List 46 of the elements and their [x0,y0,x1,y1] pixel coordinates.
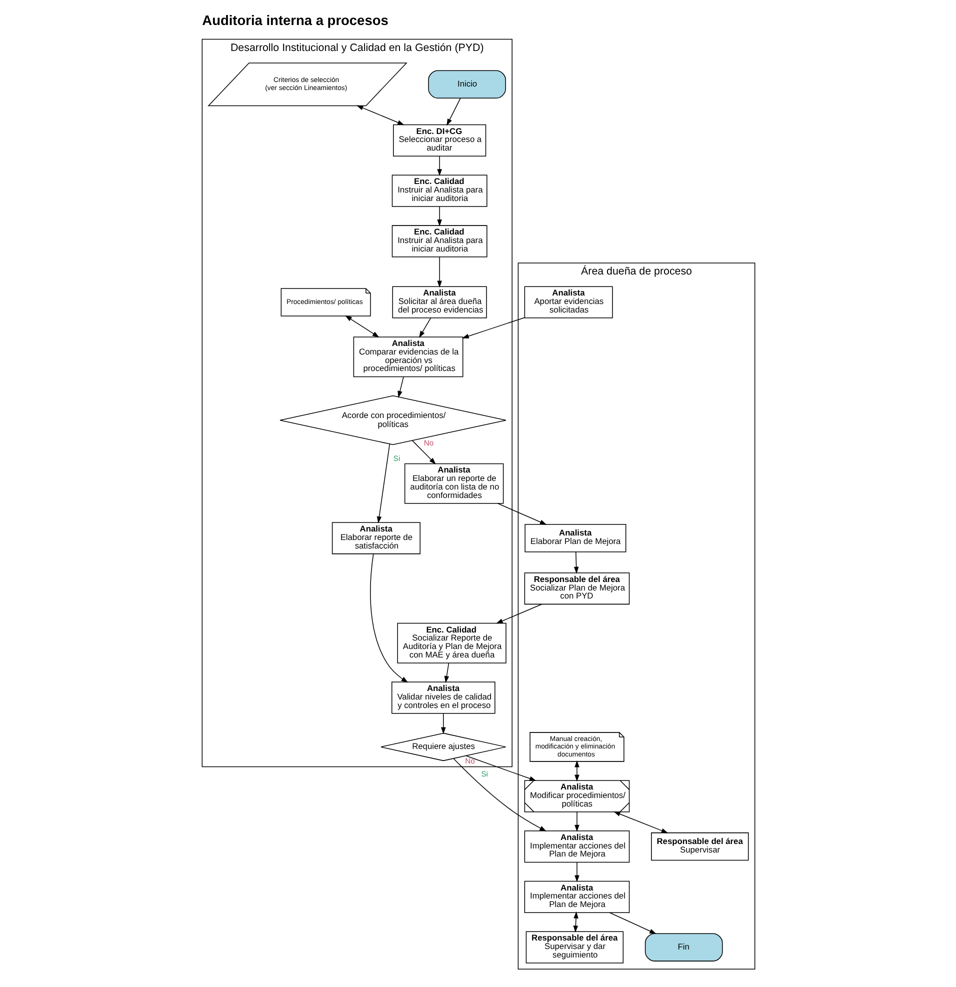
arrow [436,156,442,176]
node-box: Responsable del área Supervisar [650,832,748,861]
arrow [574,760,579,782]
diagram-title: Auditoria interna a procesos [202,13,388,28]
arrow [465,755,536,781]
edge-label: Si [480,769,488,778]
node-box: Fin [644,933,722,962]
arrow [356,105,404,126]
arrow [397,376,404,398]
arrow [495,604,542,624]
arrow [418,318,431,338]
arrow [574,811,579,832]
node-box: Analista Aportar evidencias solicitadas [524,286,612,318]
arrow [344,315,379,338]
arrow [376,444,390,524]
node-box: Analista Implementar acciones del Plan de Mejora [524,880,630,913]
arrow [497,503,546,525]
node-box: Enc. Calidad Socializar Reporte de Auditoría y Plan de Mejora con MAE y área dueña [396,622,506,664]
node-box: Analista Solicitar al área dueña del proceso evidencias [392,286,486,318]
arrow [612,811,668,834]
arrow [446,98,460,126]
edge-label: Si [392,454,400,463]
node-box: Enc. Calidad Instruir al Analista para iniciar auditoria [391,174,487,207]
arrow [452,758,546,832]
node-box: Responsable del área Supervisar y dar seguimiento [525,931,624,964]
node-box: Enc. Calidad Instruir al Analista para iniciar auditoria [391,225,487,258]
node-box: Inicio [428,70,506,98]
arrow [574,862,579,882]
node-box: Analista Elaborar reporte de satisfacción [331,522,420,554]
node-box: Analista Validar niveles de calidad y controles en el proceso [390,682,495,714]
node-box: Analista Elaborar Plan de Mejora [524,524,626,552]
arrow [461,317,524,338]
node-box: Enc. DI+CG Seleccionar proceso a auditar [392,124,486,156]
arrow [573,552,578,574]
arrow [411,440,436,464]
arrow [436,206,442,226]
arrow [440,713,446,734]
node-box: Analista Comparar evidencias de la operación vs procedimientos/ políticas [352,336,463,378]
node-box: Responsable del área Socializar Plan de Mejora con PYD [524,572,630,605]
arrow [444,662,449,683]
arrow [436,256,442,288]
arrow [370,553,408,683]
arrow [608,912,656,934]
node-box: Analista Elaborar un reporte de auditoría con lista de no conformidades [404,463,504,504]
node-box: Analista Implementar acciones del Plan de Mejora [524,830,630,863]
edge-label: No [423,438,434,448]
